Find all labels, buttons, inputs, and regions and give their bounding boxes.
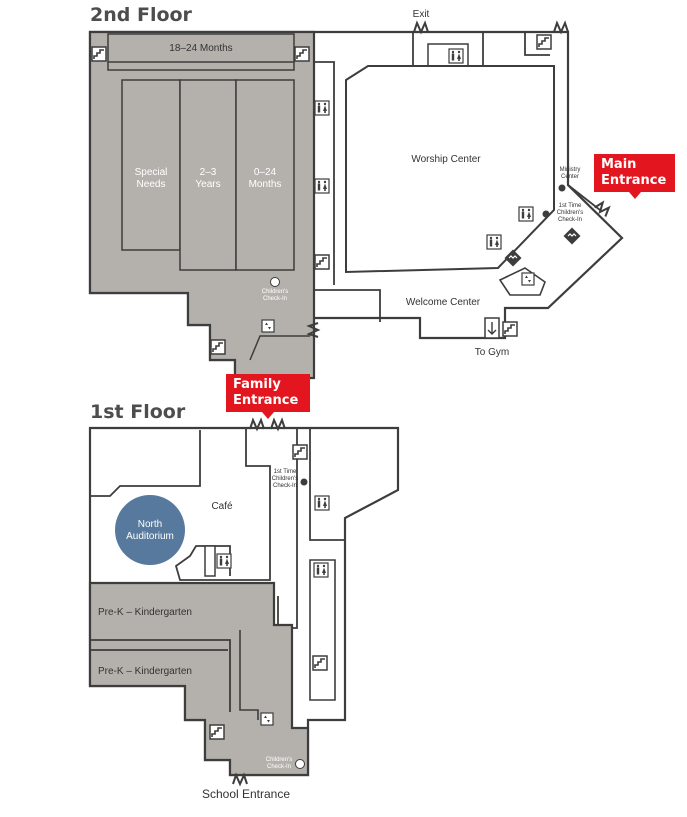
second-floor-plan bbox=[88, 22, 624, 380]
elevator-icon bbox=[261, 319, 275, 333]
room-18-24-months bbox=[107, 33, 295, 63]
restroom-icon bbox=[216, 553, 232, 569]
stairs-icon bbox=[312, 655, 328, 671]
welcome-center-label: Welcome Center bbox=[405, 297, 481, 308]
restroom-icon bbox=[448, 48, 464, 64]
stairs-icon bbox=[209, 724, 225, 740]
room-0-24-months bbox=[235, 79, 295, 271]
restroom-icon bbox=[486, 234, 502, 250]
checkin-dot-icon bbox=[295, 759, 305, 769]
first-floor-title: 1st Floor bbox=[90, 401, 186, 423]
stairs-icon bbox=[502, 321, 518, 337]
restroom-icon bbox=[314, 178, 330, 194]
stairs-icon bbox=[91, 46, 107, 62]
elevator-icon bbox=[521, 272, 535, 286]
second-floor-title: 2nd Floor bbox=[90, 4, 192, 26]
childrens-area-1f bbox=[88, 581, 310, 777]
prek-kindergarten-label: Pre-K – Kindergarten bbox=[98, 607, 192, 618]
stairs-icon bbox=[210, 339, 226, 355]
main-entrance-label: Entrance bbox=[601, 173, 667, 188]
room-special-needs bbox=[121, 79, 181, 251]
main-entrance-flag: Main Entrance bbox=[594, 154, 675, 199]
checkin-dot-icon bbox=[558, 184, 566, 192]
door-icon bbox=[232, 774, 248, 785]
checkin-dot-icon bbox=[542, 210, 550, 218]
prek-kindergarten-label: Pre-K – Kindergarten bbox=[98, 666, 192, 677]
stairs-icon bbox=[314, 254, 330, 270]
restroom-icon bbox=[518, 206, 534, 222]
worship-center bbox=[345, 65, 555, 274]
elevator-icon bbox=[260, 712, 274, 726]
checkin-dot-icon bbox=[300, 478, 308, 486]
door-icon bbox=[553, 22, 569, 33]
north-auditorium bbox=[115, 495, 185, 565]
cafe-label: Café bbox=[211, 501, 233, 512]
stairs-icon bbox=[294, 46, 310, 62]
restroom-icon bbox=[314, 495, 330, 511]
stairs-icon bbox=[292, 444, 308, 460]
exit-label: Exit bbox=[412, 9, 430, 20]
stairs-icon bbox=[536, 34, 552, 50]
arrow-down-icon bbox=[487, 322, 497, 335]
worship-center-label: Worship Center bbox=[411, 154, 481, 165]
exit-door-icon bbox=[413, 22, 429, 33]
room-label-18-24-months: 18–24 Months bbox=[169, 43, 233, 54]
family-entrance-label: Family bbox=[233, 377, 281, 392]
school-entrance-label: School Entrance bbox=[201, 787, 291, 801]
checkin-dot-icon bbox=[270, 277, 280, 287]
first-floor-plan bbox=[88, 419, 400, 785]
family-entrance-label: Entrance bbox=[233, 393, 299, 408]
restroom-icon bbox=[313, 562, 329, 578]
to-gym-label: To Gym bbox=[474, 347, 510, 358]
main-entrance-label: Main bbox=[601, 157, 637, 172]
family-entrance-flag: Family Entrance bbox=[226, 374, 310, 419]
restroom-icon bbox=[314, 100, 330, 116]
